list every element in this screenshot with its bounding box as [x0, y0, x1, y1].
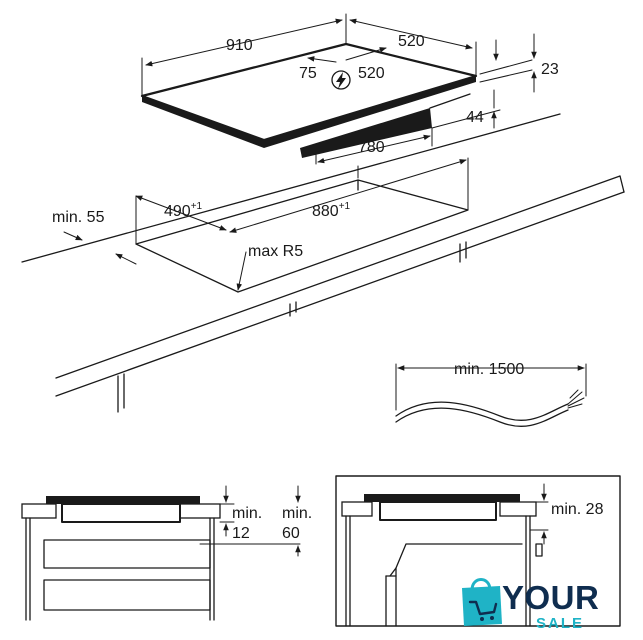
section-view-drawers: min. 12 min. 60 — [21, 485, 312, 621]
dim-520-top-label: 520 — [398, 33, 425, 50]
worktop-cutout — [135, 179, 469, 293]
worktop-cutout-view: 490+1 880+1 min. 55 max R5 — [21, 113, 625, 413]
section-frame — [335, 475, 621, 627]
min-60-label: min. — [282, 505, 312, 522]
dim-max-r5-label: max R5 — [248, 243, 303, 260]
power-cable: min. 1500 — [395, 361, 587, 427]
logo-word-sale: SALE — [536, 615, 584, 632]
min-60-value: 60 — [282, 525, 300, 542]
min-12-value: 12 — [232, 525, 250, 542]
hob-top-view: 910 520 75 520 23 44 780 — [140, 13, 559, 165]
dim-75-label: 75 — [299, 65, 317, 82]
logo-word-your: YOUR — [502, 579, 599, 616]
dim-min-55-label: min. 55 — [52, 209, 105, 226]
dim-23-label: 23 — [541, 61, 559, 78]
dim-910-line — [145, 18, 343, 67]
dim-490-label: 490+1 — [164, 201, 203, 220]
shopping-bag-icon — [462, 578, 502, 626]
dim-44-label: 44 — [466, 109, 484, 126]
min-28-label: min. 28 — [551, 501, 604, 518]
power-symbol-icon — [331, 70, 351, 90]
dim-910-label: 910 — [226, 37, 253, 54]
dim-780-line — [317, 134, 431, 164]
dim-520-label: 520 — [358, 65, 385, 82]
dim-780-label: 780 — [358, 139, 385, 156]
section-view-oven: min. 28 — [335, 475, 621, 627]
min-12-label: min. — [232, 505, 262, 522]
worktop-front-bottom-edge — [55, 191, 625, 397]
cable-length-label: min. 1500 — [454, 361, 524, 378]
hob-glass-edge — [142, 76, 476, 148]
dim-880-label: 880+1 — [312, 201, 351, 220]
worktop-front-top-edge — [55, 175, 621, 379]
yoursale-logo: YOUR SALE — [462, 578, 599, 632]
dim-520-top-line — [349, 18, 473, 50]
